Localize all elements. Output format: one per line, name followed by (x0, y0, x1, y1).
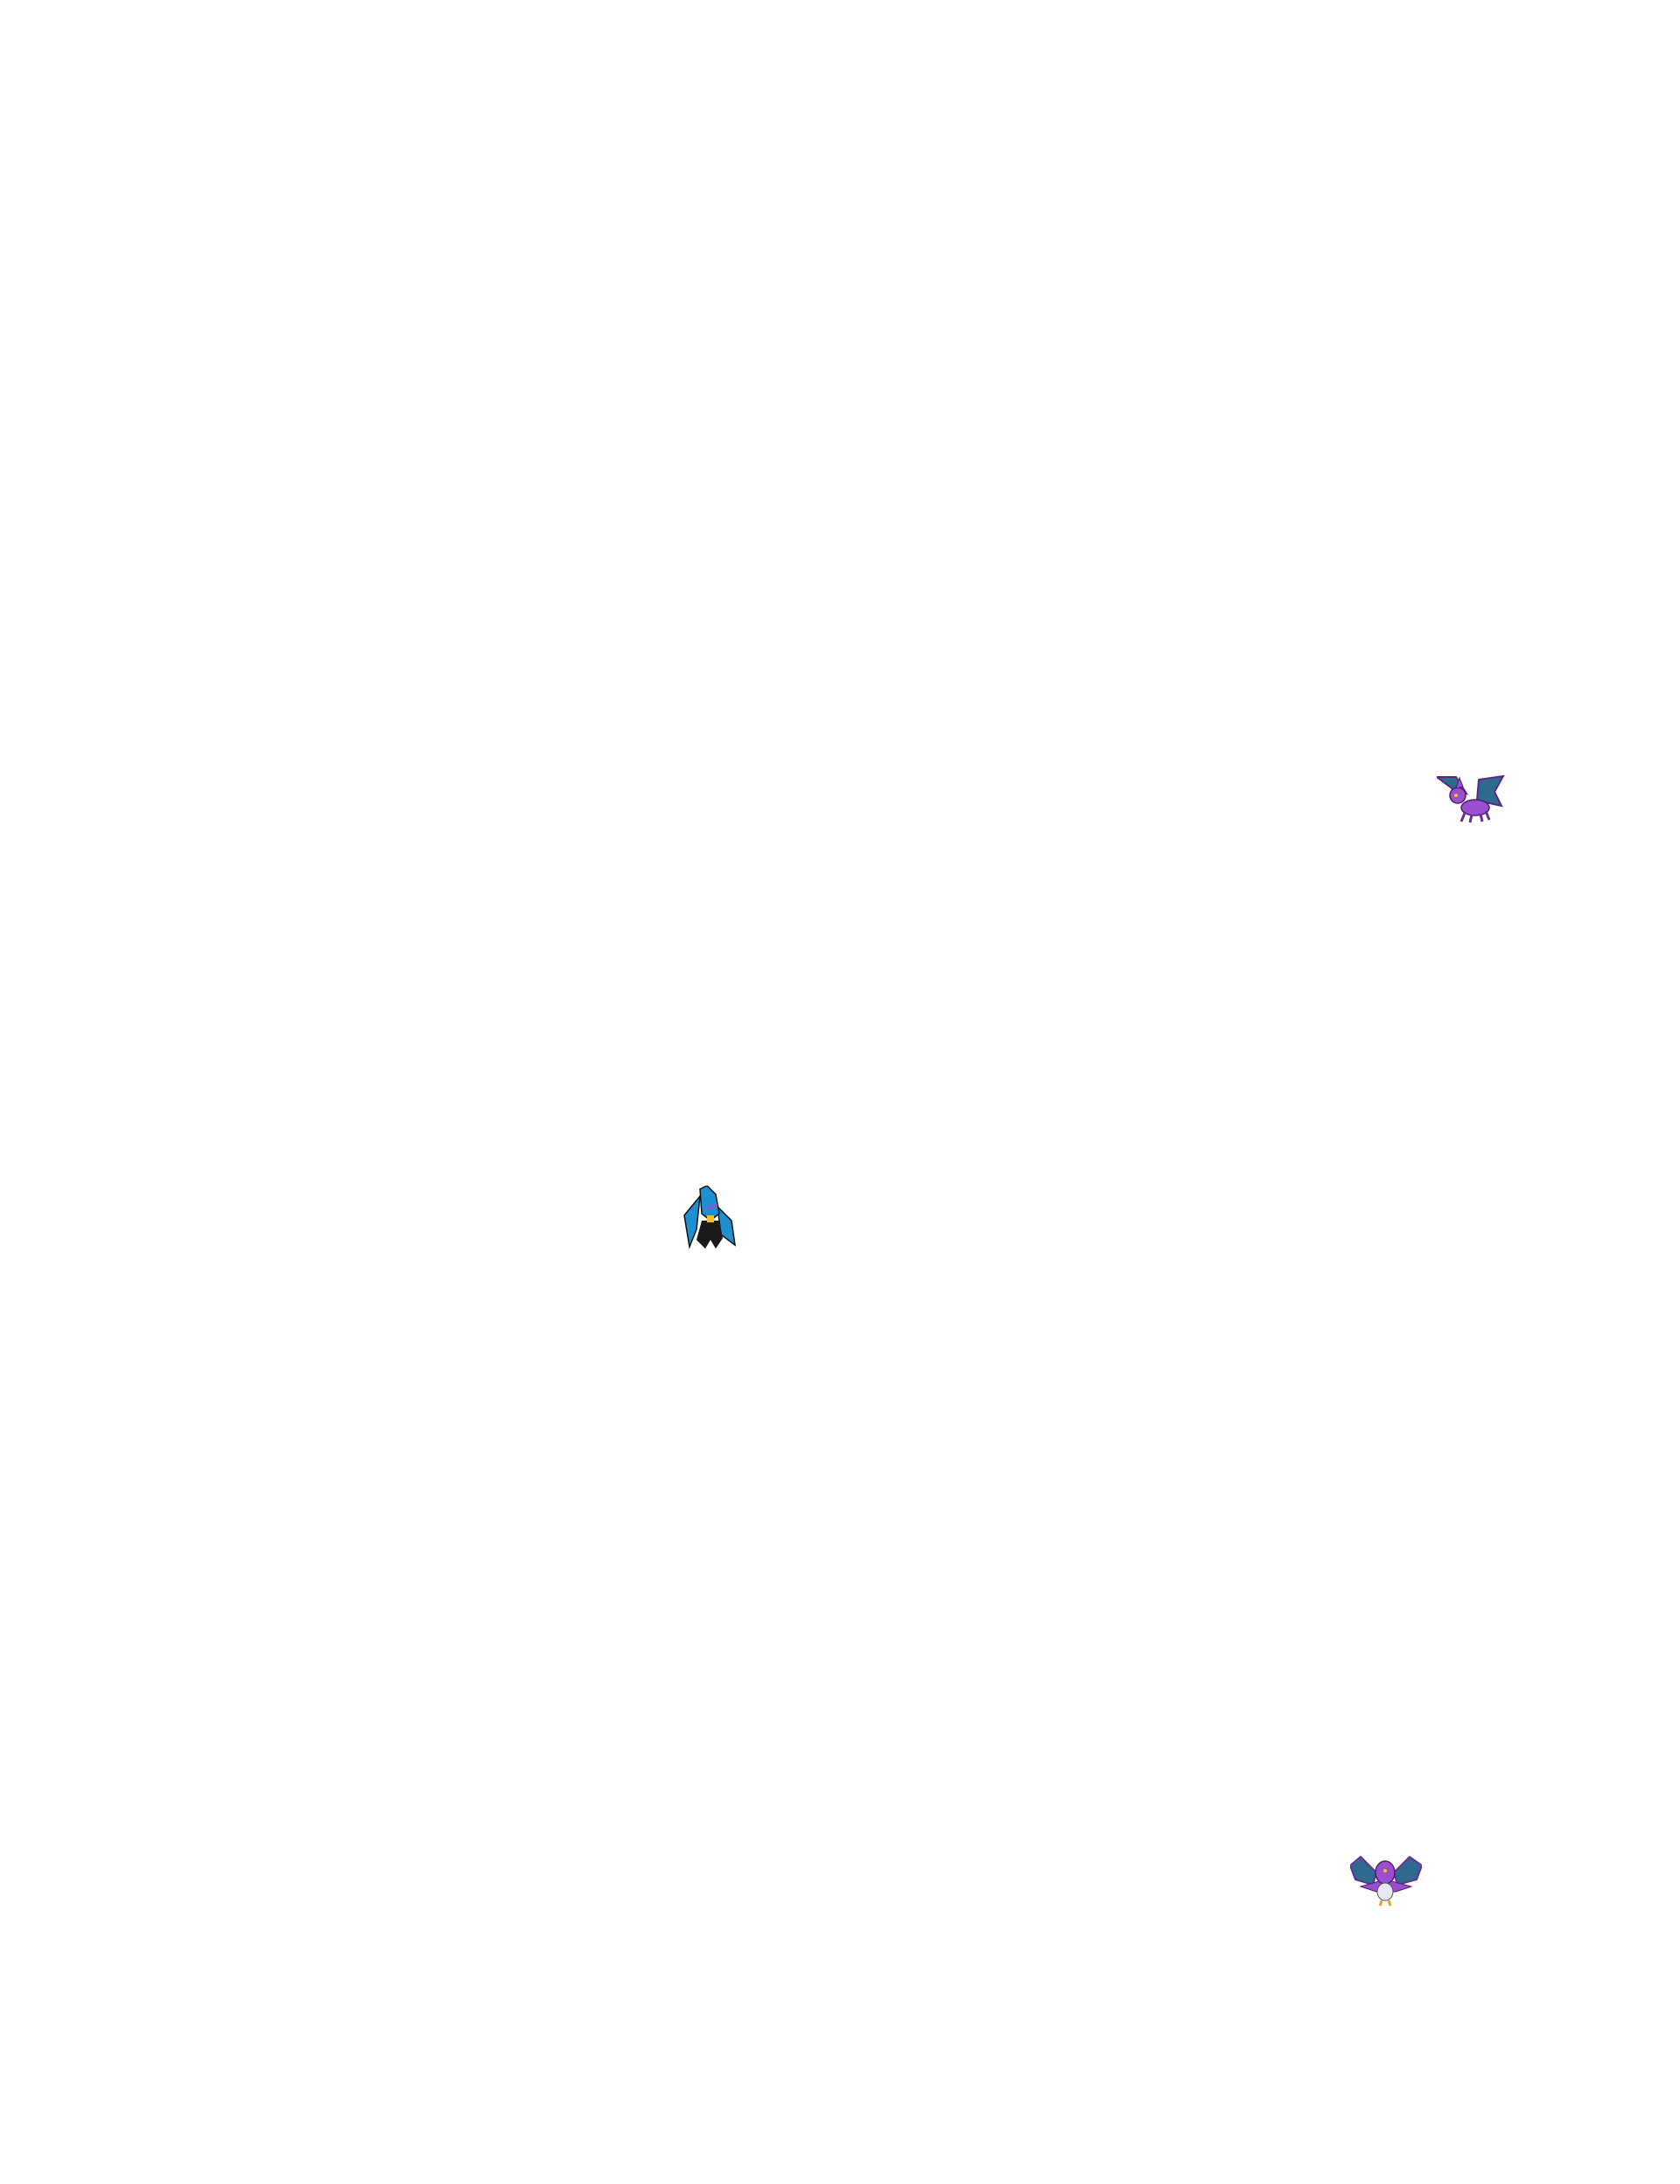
sprite-blue-black-creature (681, 1186, 737, 1250)
sprite-purple-bat (1437, 774, 1505, 823)
sprite-purple-winged-bat (1350, 1855, 1422, 1908)
purple-bat-icon (1437, 774, 1505, 823)
blue-creature-icon (683, 1186, 736, 1250)
winged-bat-icon (1350, 1855, 1422, 1907)
